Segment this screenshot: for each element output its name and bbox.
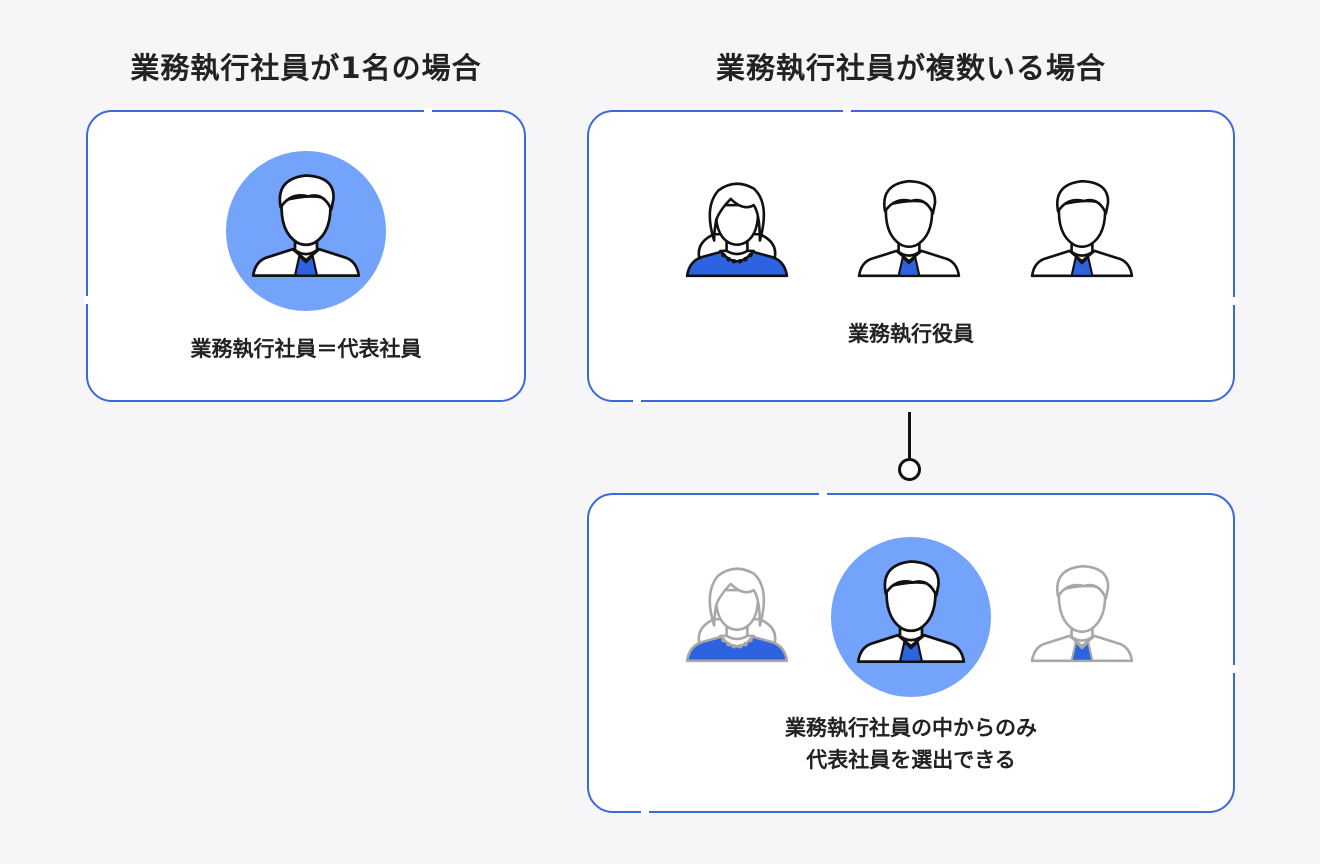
- man-icon: [251, 174, 361, 277]
- connector-line: [908, 412, 911, 458]
- man-icon: [857, 179, 961, 278]
- single-partner-caption: 業務執行社員＝代表社員: [190, 337, 422, 361]
- selection-caption-line-2: 代表社員を選出できる: [806, 748, 1016, 772]
- man-icon: [1030, 179, 1134, 278]
- man-icon-faded: [1030, 564, 1134, 663]
- selection-caption-line-1: 業務執行社員の中からのみ: [785, 716, 1037, 740]
- single-partner-heading: 業務執行社員が1名の場合: [130, 51, 482, 85]
- connector-node: [898, 458, 921, 481]
- multiple-partners-panel: 業務執行役員: [587, 108, 1238, 404]
- multiple-partners-heading: 業務執行社員が複数いる場合: [715, 51, 1106, 85]
- multiple-partners-caption: 業務執行役員: [848, 322, 974, 346]
- woman-icon-faded: [685, 567, 789, 663]
- woman-icon: [685, 182, 789, 278]
- man-icon-selected: [856, 560, 966, 663]
- single-partner-panel: 業務執行社員＝代表社員: [84, 108, 526, 402]
- representative-selection-panel: 業務執行社員の中からのみ 代表社員を選出できる: [587, 491, 1238, 815]
